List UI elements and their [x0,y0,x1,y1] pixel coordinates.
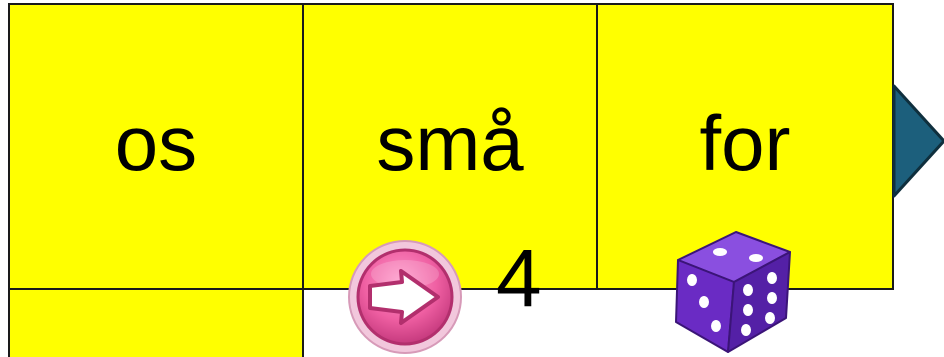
dice-button[interactable] [668,222,796,357]
cell-word: os [115,104,197,182]
cell-word: små [376,104,523,182]
triangle-right-icon [890,82,944,200]
board-cell: os [8,3,304,290]
advance-button[interactable] [346,238,464,356]
cell-word: for [699,104,790,182]
board-cell [8,288,304,357]
moves-remaining-counter: 4 [496,238,542,320]
dice-icon [676,232,790,352]
